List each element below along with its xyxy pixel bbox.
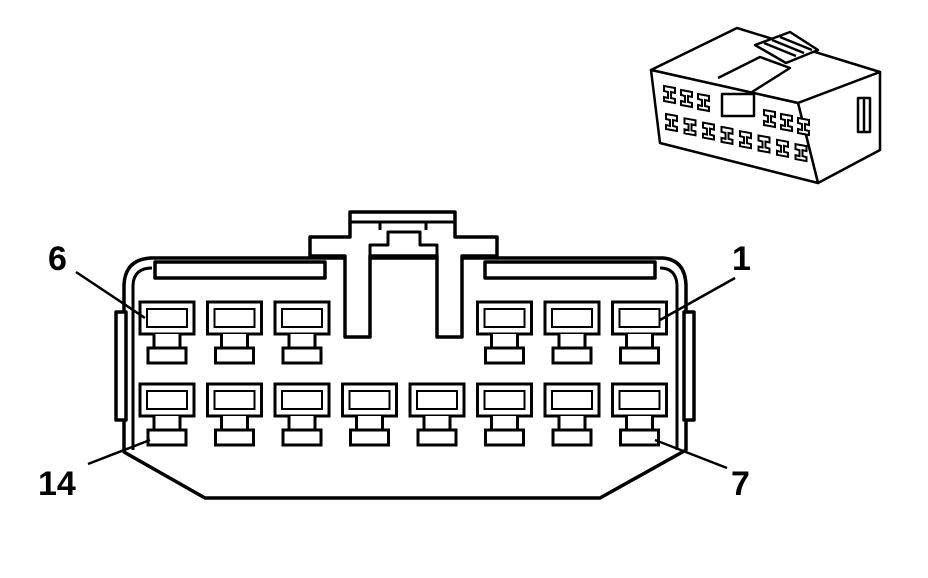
mini-cavity-bottom-5 bbox=[739, 130, 752, 150]
pin-label-7: 7 bbox=[731, 465, 750, 503]
pin-label-14: 14 bbox=[38, 465, 76, 503]
cavity-top-3 bbox=[273, 300, 331, 365]
connector-cavities bbox=[138, 300, 668, 447]
connector-left-guide bbox=[114, 310, 128, 422]
mini-cavity-top-6 bbox=[797, 116, 810, 137]
mini-cavity-bottom-2 bbox=[683, 117, 697, 137]
connector-housing-outline bbox=[122, 256, 688, 500]
leader-pin-7 bbox=[654, 438, 728, 470]
cavity-bottom-2 bbox=[206, 382, 263, 447]
leader-pin-14 bbox=[87, 438, 151, 466]
mini-cavity-top-2 bbox=[680, 88, 693, 109]
mini-cavity-top-5 bbox=[780, 112, 793, 133]
cavity-bottom-3 bbox=[273, 382, 331, 447]
mini-cavity-bottom-4 bbox=[720, 125, 734, 146]
cavity-top-5 bbox=[543, 300, 601, 365]
mini-cavity-top-3 bbox=[697, 92, 710, 113]
mini-cavity-top-1 bbox=[663, 84, 676, 105]
mini-cavity-bottom-7 bbox=[776, 138, 789, 158]
cavity-bottom-5 bbox=[408, 382, 466, 447]
mini-cavity-top-4 bbox=[763, 108, 776, 129]
cavity-bottom-1 bbox=[138, 382, 196, 447]
cavity-top-2 bbox=[206, 300, 263, 365]
cavity-bottom-4 bbox=[341, 382, 398, 447]
cavity-bottom-7 bbox=[543, 382, 601, 447]
connector-lock-tab bbox=[308, 210, 499, 339]
connector-housing-inner-contour bbox=[131, 266, 679, 450]
connector-front-view bbox=[114, 210, 696, 500]
cavity-bottom-6 bbox=[476, 382, 533, 447]
leader-pin-6 bbox=[75, 270, 146, 320]
cavity-top-6 bbox=[611, 300, 668, 365]
connector-right-guide bbox=[682, 310, 696, 422]
connector-3d-cavities bbox=[663, 84, 810, 163]
mini-cavity-bottom-1 bbox=[665, 112, 678, 133]
mini-cavity-bottom-3 bbox=[702, 121, 715, 141]
leader-pin-1 bbox=[659, 276, 736, 322]
pin-leaders bbox=[75, 270, 736, 470]
cavity-top-4 bbox=[476, 300, 533, 365]
pin-label-6: 6 bbox=[48, 240, 67, 278]
cavity-bottom-8 bbox=[611, 382, 668, 447]
connector-left-ledge bbox=[153, 260, 327, 280]
connector-right-ledge bbox=[483, 260, 657, 280]
connector-3d-latch bbox=[753, 30, 820, 65]
pin-label-1: 1 bbox=[732, 240, 751, 278]
mini-cavity-bottom-6 bbox=[757, 134, 771, 154]
cavity-top-1 bbox=[138, 300, 196, 365]
mini-cavity-bottom-8 bbox=[794, 142, 808, 163]
connector-3d-latch-slot bbox=[720, 92, 756, 118]
